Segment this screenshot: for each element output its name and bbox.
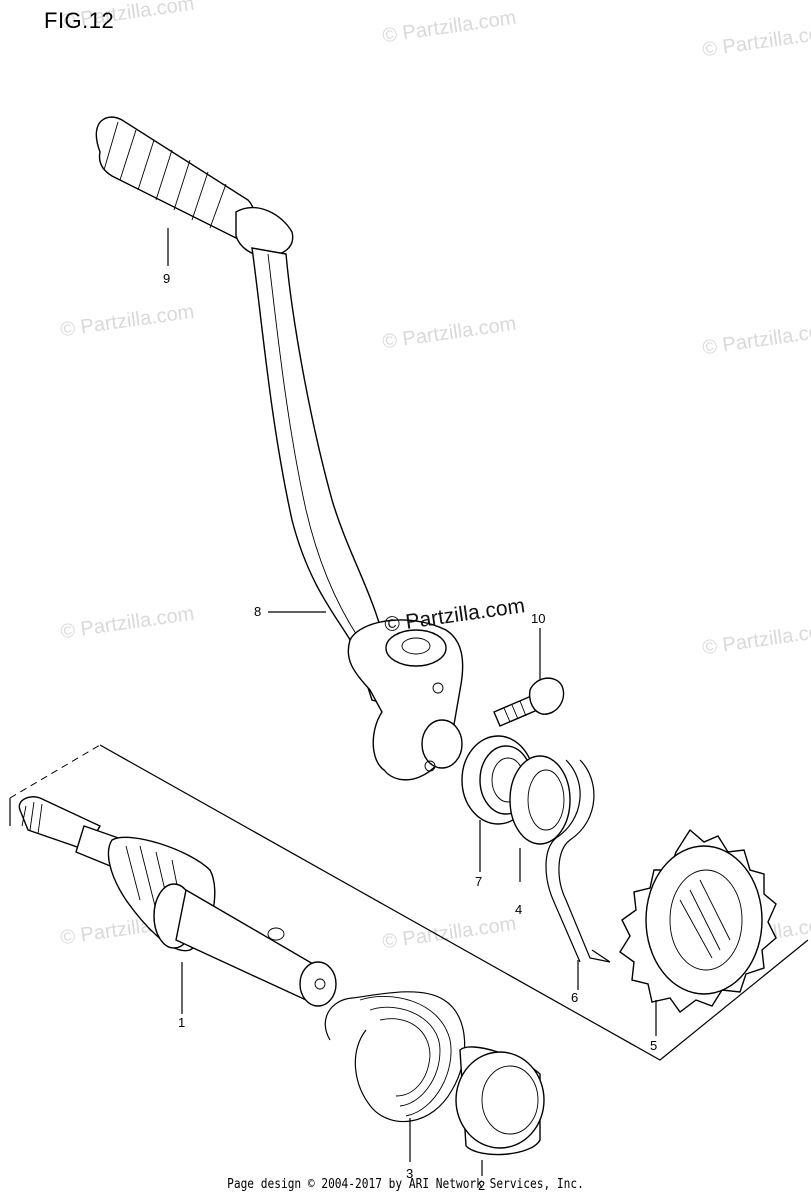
callout-3[interactable]: 3	[406, 1166, 414, 1181]
footer-credit: Page design © 2004-2017 by ARI Network S…	[227, 1177, 584, 1192]
part-3-return-spring	[324, 991, 466, 1122]
figure-title: FIG.12	[44, 8, 115, 33]
callout-8[interactable]: 8	[254, 604, 262, 619]
part-10-bolt	[493, 677, 565, 727]
leader-lines	[167, 228, 657, 1176]
callout-7[interactable]: 7	[475, 874, 483, 889]
part-5-drive-gear	[619, 828, 777, 1013]
callout-4[interactable]: 4	[515, 902, 523, 917]
callout-1[interactable]: 1	[178, 1015, 186, 1030]
callout-2[interactable]: 2	[478, 1178, 486, 1193]
part-8-kick-starter-lever	[251, 247, 464, 781]
callout-10[interactable]: 10	[531, 611, 546, 626]
part-4-washer	[509, 755, 571, 845]
part-2-spacer	[455, 1046, 545, 1156]
callout-9[interactable]: 9	[163, 271, 171, 286]
part-1-kick-shaft	[18, 796, 337, 1007]
part-6-spring-guide	[545, 759, 611, 963]
callout-5[interactable]: 5	[650, 1038, 658, 1053]
part-9-kick-grip	[95, 116, 294, 257]
callout-6[interactable]: 6	[571, 990, 579, 1005]
assembly-boundary	[9, 744, 809, 1061]
